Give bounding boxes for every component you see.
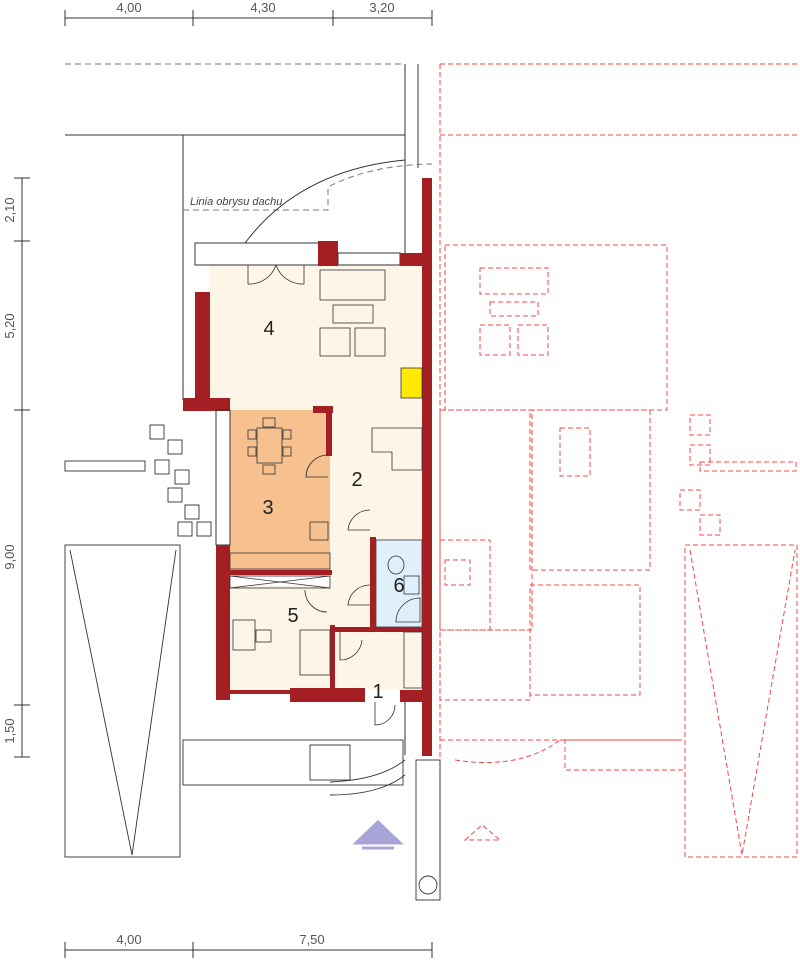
neighbor-house-outline [439,63,800,900]
room-5-floor [230,585,330,690]
room-label-1: 1 [372,681,383,703]
dim-top-3: 3,20 [369,0,394,15]
room-label-6: 6 [393,575,404,597]
dim-left-3: 9,00 [2,544,17,569]
walls [183,178,432,756]
roof-outline-label: Linia obrysu dachu [190,196,282,208]
furniture [229,264,423,726]
dim-bottom-1: 4,00 [116,932,141,947]
room-label-3: 3 [262,497,273,519]
bottom-dimension: 4,00 7,50 [64,932,433,958]
room-4-floor [210,265,422,410]
dim-bottom-2: 7,50 [299,932,324,947]
entrance-arrow-icon [352,819,404,850]
dim-left-2: 5,20 [2,313,17,338]
fireplace [400,367,423,399]
room-6-floor [375,539,423,628]
dim-top-2: 4,30 [250,0,275,15]
room-label-4: 4 [263,318,274,340]
room-3-floor [230,410,330,570]
dim-top-1: 4,00 [116,0,141,15]
site-elements [64,424,441,901]
top-dimension: 4,00 4,30 3,20 [64,0,433,26]
dim-left-1: 2,10 [2,197,17,222]
dim-left-4: 1,50 [2,718,17,743]
room-label-2: 2 [351,469,362,491]
room-1-floor [335,630,422,690]
roof-outline: Linia obrysu dachu [183,159,433,244]
room-label-5: 5 [287,605,298,627]
left-dimension: 2,10 5,20 9,00 1,50 [2,177,30,758]
